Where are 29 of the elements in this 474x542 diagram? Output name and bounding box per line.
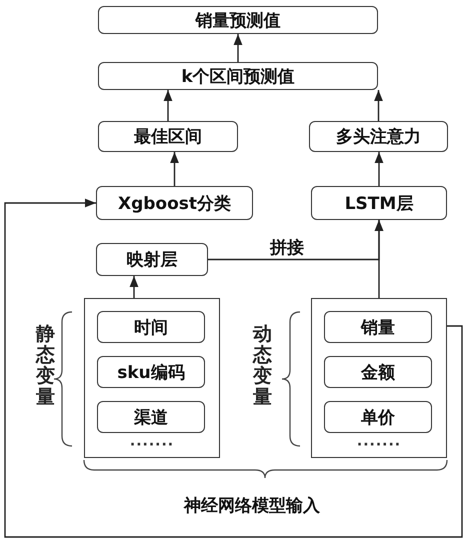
side-label: 动态变量 <box>253 324 272 408</box>
process-box: 销量预测值 <box>98 6 378 34</box>
process-box: 单价 <box>324 401 432 433</box>
process-box: Xgboost分类 <box>96 186 253 220</box>
process-box: 金额 <box>324 356 432 388</box>
process-box: k个区间预测值 <box>98 62 378 90</box>
arrow <box>374 90 383 121</box>
process-box: 渠道 <box>97 401 205 433</box>
process-box: 销量 <box>324 311 432 343</box>
arrow <box>234 34 242 62</box>
process-box: 映射层 <box>96 243 208 276</box>
ellipsis: ······· <box>356 437 402 453</box>
arrow <box>170 152 179 186</box>
arrow <box>164 90 172 121</box>
ellipsis: ······· <box>128 437 176 453</box>
process-box: LSTM层 <box>311 186 447 220</box>
edge-label: 拼接 <box>270 237 304 259</box>
input-panel <box>84 298 220 458</box>
process-box: 时间 <box>97 311 205 343</box>
process-box: 最佳区间 <box>98 121 238 152</box>
arrow <box>4 198 463 538</box>
caption: 神经网络模型输入 <box>184 495 320 517</box>
arrow <box>374 220 384 298</box>
input-panel <box>311 298 447 458</box>
process-box: sku编码 <box>97 356 205 388</box>
side-label: 静态变量 <box>36 324 55 408</box>
arrow <box>130 276 138 298</box>
arrow <box>374 152 384 186</box>
process-box: 多头注意力 <box>309 121 448 152</box>
